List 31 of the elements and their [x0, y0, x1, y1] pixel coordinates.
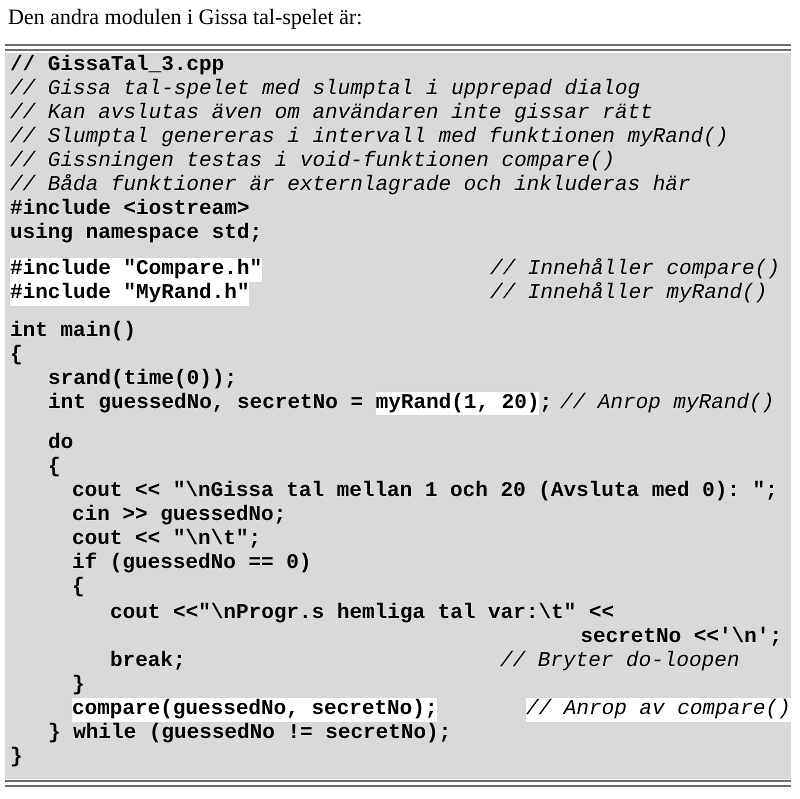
code-line: #include <iostream>	[10, 198, 250, 222]
code-comment: // Anrop av compare()	[526, 698, 791, 722]
code-line: break;	[110, 650, 186, 674]
code-comment: // Anrop myRand()	[560, 392, 774, 416]
code-comment: // Gissningen testas i void-funktionen compare()	[10, 150, 615, 174]
code-line: using namespace std;	[10, 222, 262, 246]
code-comment: // Innehåller myRand()	[490, 282, 768, 306]
code-line: do	[48, 432, 74, 456]
code-line: secretNo <<'\n';	[580, 626, 782, 650]
code-comment: // Slumptal genereras i intervall med funktionen myRand()	[10, 126, 728, 150]
title: Den andra modulen i Gissa tal-spelet är:	[8, 4, 362, 30]
code-comment: // Båda funktioner är externlagrade och inkluderas här	[10, 174, 691, 198]
code-line: if (guessedNo == 0)	[72, 552, 312, 576]
code-line: {	[72, 576, 85, 600]
code-comment: // Gissa tal-spelet med slumptal i upprepad dialog	[10, 78, 640, 102]
code-line: srand(time(0));	[48, 368, 238, 392]
code-line: cout << "\nGissa tal mellan 1 och 20 (Avsluta med 0): ";	[72, 480, 778, 504]
code-line: int main()	[10, 320, 136, 344]
code-line: cout << "\n\t";	[72, 528, 262, 552]
code-line: cout <<"\nProgr.s hemliga tal var:\t" <<	[110, 602, 614, 626]
code-line: {	[10, 344, 23, 368]
code-line: // GissaTal_3.cpp	[10, 54, 224, 78]
code-comment: // Bryter do-loopen	[500, 650, 740, 674]
code-line: } while (guessedNo != secretNo);	[48, 722, 452, 746]
code-line: }	[72, 674, 85, 698]
code-comment: // Kan avslutas även om användaren inte gissar rätt	[10, 102, 653, 126]
code-line: cin >> guessedNo;	[72, 504, 286, 528]
code-comment: // Innehåller compare()	[490, 258, 780, 282]
code-line: {	[48, 456, 61, 480]
code-line: int guessedNo, secretNo = myRand(1, 20);	[48, 392, 552, 416]
code-line: }	[10, 746, 23, 770]
